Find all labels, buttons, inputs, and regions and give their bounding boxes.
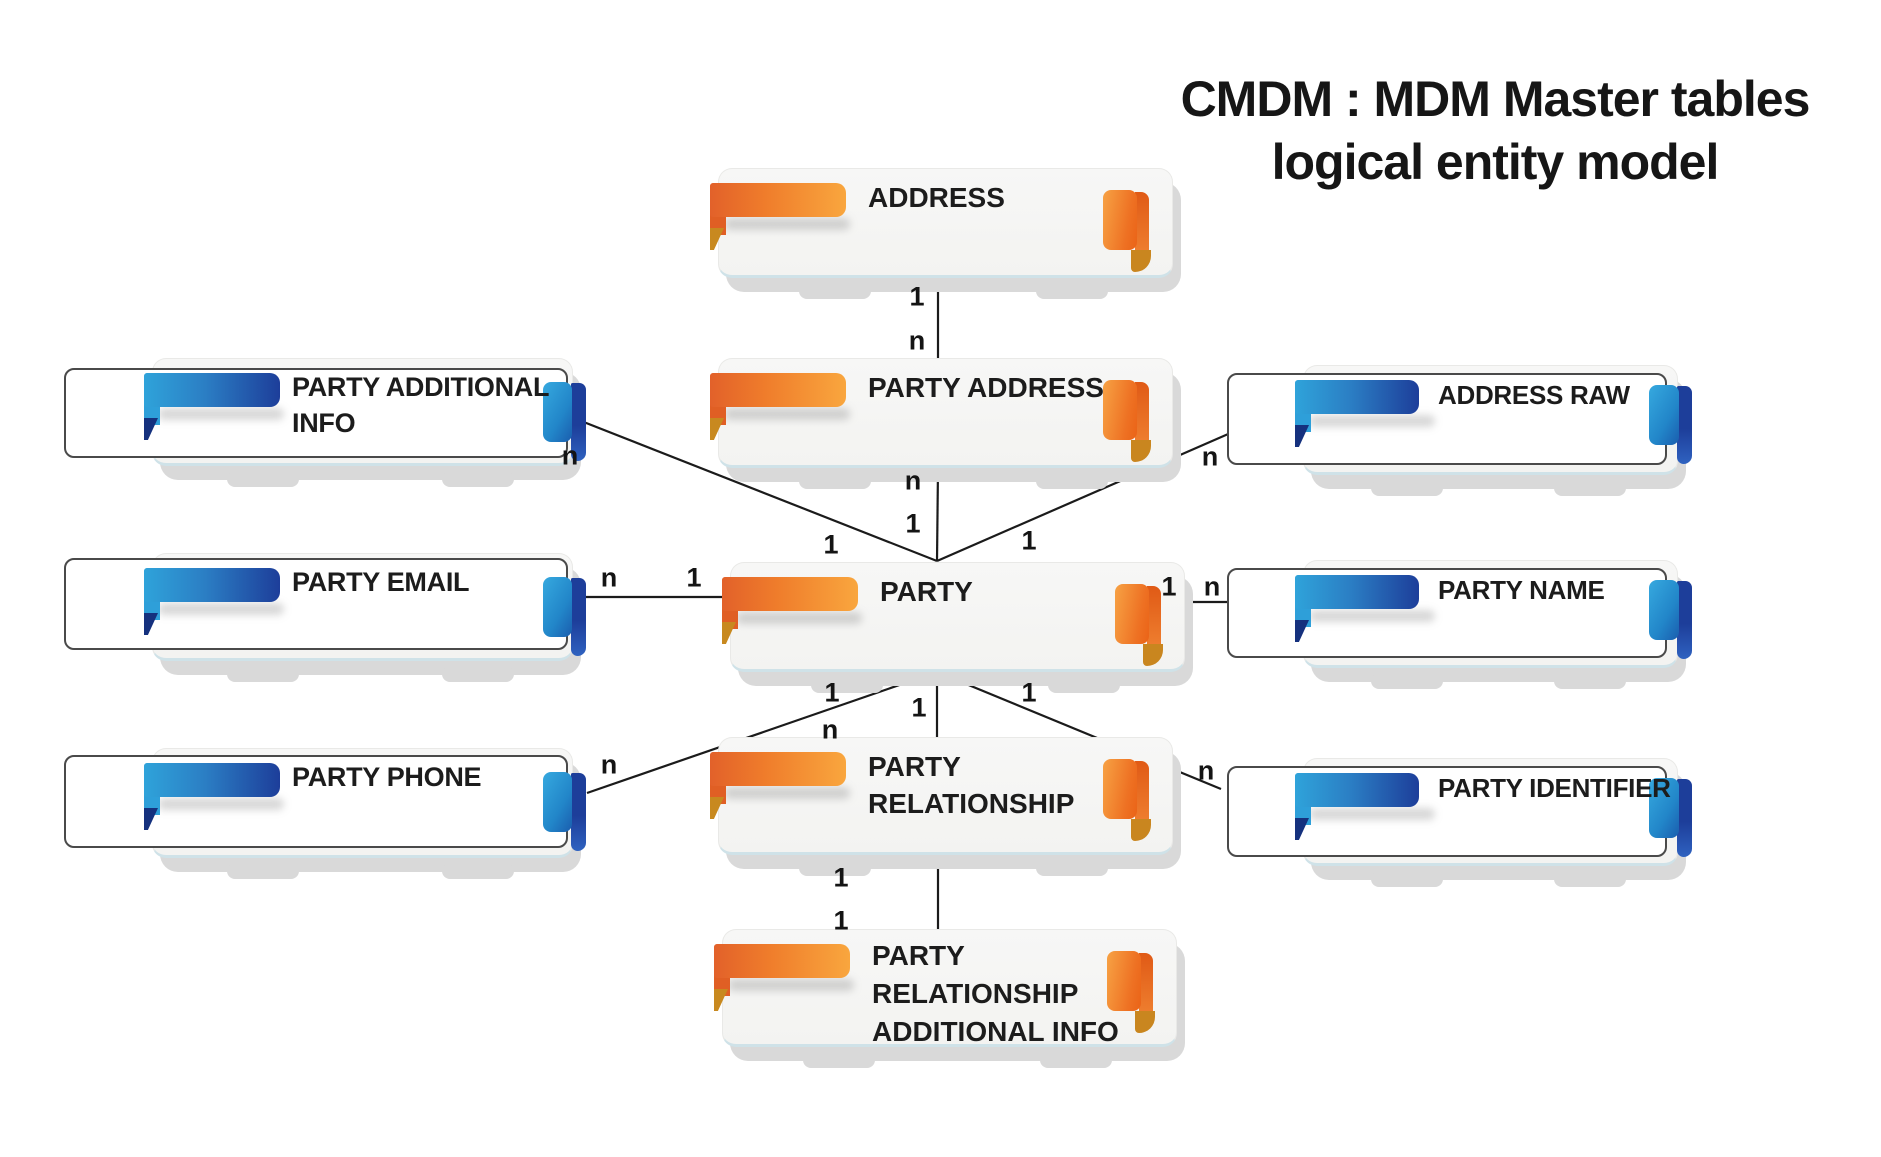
- ribbon-bar: [710, 752, 846, 786]
- entity-label: PARTY RELATIONSHIP: [868, 751, 1075, 819]
- tab-curl: [1135, 382, 1149, 446]
- cardinality-label: n: [904, 465, 922, 496]
- tab-curl: [1135, 192, 1149, 256]
- tab-bookmark: [1115, 584, 1149, 644]
- cardinality-label: 1: [833, 905, 849, 936]
- entity-label: PARTY ADDRESS: [868, 372, 1104, 403]
- entity-address-raw: ADDRESS RAW: [1227, 365, 1692, 496]
- ribbon-bar: [1295, 773, 1419, 807]
- entity-party: PARTY: [722, 562, 1193, 693]
- tab-curl: [1147, 586, 1161, 650]
- tab-bookmark: [1649, 580, 1679, 640]
- ribbon-bar: [144, 373, 280, 407]
- cardinality-label: n: [1201, 441, 1219, 472]
- cardinality-label: n: [1203, 571, 1221, 602]
- tab-curl: [1677, 779, 1692, 857]
- entity-address: ADDRESS: [710, 168, 1181, 299]
- ribbon-bar: [722, 577, 858, 611]
- cardinality-label: 1: [824, 677, 840, 708]
- cardinality-label: 1: [909, 281, 925, 312]
- tab-fold: [1131, 819, 1151, 841]
- tab-fold: [1135, 1011, 1155, 1033]
- cardinality-label: 1: [911, 692, 927, 723]
- entity-label: PARTY: [880, 576, 973, 607]
- entity-party-phone: PARTY PHONE: [64, 748, 586, 879]
- ribbon-shadow: [1309, 610, 1435, 622]
- entity-label: PARTY PHONE: [292, 762, 482, 792]
- cardinality-label: 1: [1021, 525, 1037, 556]
- cardinality-label: n: [1197, 755, 1215, 786]
- tab-curl: [571, 383, 586, 461]
- cardinality-label: 1: [833, 862, 849, 893]
- diagram-title: CMDM : MDM Master tables logical entity …: [1150, 68, 1840, 193]
- entity-party-address: PARTY ADDRESS: [710, 358, 1181, 489]
- tab-fold: [1131, 440, 1151, 462]
- ribbon-shadow: [158, 603, 284, 615]
- tab-bookmark: [543, 382, 572, 442]
- tab-bookmark: [543, 772, 572, 832]
- tab-curl: [1677, 386, 1692, 464]
- ribbon-shadow: [728, 979, 854, 991]
- cardinality-label: 1: [1161, 571, 1177, 602]
- ribbon-bar: [714, 944, 850, 978]
- ribbon-bar: [1295, 380, 1419, 414]
- entity-party-relationship: PARTY RELATIONSHIP: [710, 737, 1181, 876]
- entity-label: ADDRESS RAW: [1438, 380, 1630, 410]
- entity-party-identifier: PARTY IDENTIFIER: [1227, 758, 1692, 887]
- ribbon-bar: [144, 763, 280, 797]
- entity-party-name: PARTY NAME: [1227, 560, 1692, 689]
- cardinality-label: 1: [823, 529, 839, 560]
- ribbon-shadow: [158, 408, 284, 420]
- diagram-title-line1: CMDM : MDM Master tables: [1180, 71, 1811, 127]
- cardinality-label: n: [908, 325, 926, 356]
- cardinality-label: 1: [686, 562, 702, 593]
- ribbon-shadow: [158, 798, 284, 810]
- entity-label: PARTY EMAIL: [292, 567, 470, 597]
- tab-bookmark: [1107, 951, 1141, 1011]
- entity-label: PARTY ADDITIONAL INFO: [292, 372, 549, 438]
- cardinality-label: n: [600, 749, 618, 780]
- tab-bookmark: [1103, 380, 1137, 440]
- entity-label: ADDRESS: [868, 182, 1005, 213]
- tab-curl: [1139, 953, 1153, 1017]
- tab-bookmark: [543, 577, 572, 637]
- entity-label: PARTY IDENTIFIER: [1438, 773, 1671, 803]
- tab-bookmark: [1649, 778, 1679, 838]
- cardinality-label: n: [821, 714, 839, 745]
- tab-bookmark: [1103, 759, 1137, 819]
- entity-label: PARTY NAME: [1438, 575, 1605, 605]
- tab-curl: [571, 578, 586, 656]
- ribbon-shadow: [1309, 415, 1435, 427]
- ribbon-bar: [1295, 575, 1419, 609]
- entity-card: [718, 737, 1173, 855]
- cardinality-label: 1: [905, 508, 921, 539]
- ribbon-bar: [144, 568, 280, 602]
- ribbon-shadow: [724, 787, 850, 799]
- entity-label: PARTY RELATIONSHIP ADDITIONAL INFO: [872, 940, 1119, 1048]
- cardinality-label: n: [561, 440, 579, 471]
- cardinality-label: n: [600, 562, 618, 593]
- ribbon-bar: [710, 183, 846, 217]
- ribbon-shadow: [1309, 808, 1435, 820]
- tab-bookmark: [1649, 385, 1679, 445]
- tab-fold: [1143, 644, 1163, 666]
- tab-fold: [1131, 250, 1151, 272]
- entity-party-relationship-additional-info: PARTY RELATIONSHIP ADDITIONAL INFO: [714, 929, 1185, 1068]
- diagram-title-line2: logical entity model: [1271, 133, 1720, 190]
- ribbon-shadow: [724, 218, 850, 230]
- tab-bookmark: [1103, 190, 1137, 250]
- ribbon-shadow: [724, 408, 850, 420]
- entity-party-additional-info: PARTY ADDITIONAL INFO: [64, 358, 586, 487]
- ribbon-bar: [710, 373, 846, 407]
- tab-curl: [571, 773, 586, 851]
- cardinality-label: 1: [1021, 677, 1037, 708]
- tab-curl: [1135, 761, 1149, 825]
- entity-party-email: PARTY EMAIL: [64, 553, 586, 682]
- ribbon-shadow: [736, 612, 862, 624]
- tab-curl: [1677, 581, 1692, 659]
